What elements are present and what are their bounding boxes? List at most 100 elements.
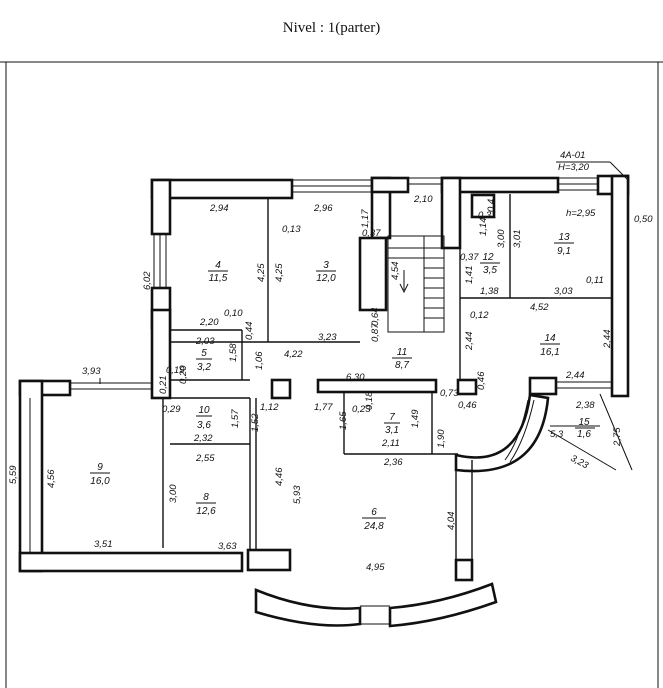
dimension-label: 3,93: [82, 366, 101, 377]
dimension-label: 4,25: [256, 263, 267, 282]
dimension-label: 6,30: [346, 372, 365, 383]
stamp-leader: [29, 161, 633, 553]
dimension-label: 0,12: [470, 310, 489, 321]
dimension-label: 4,95: [366, 562, 385, 573]
dimension-label: 5,93: [292, 485, 303, 504]
room-14-number: 14: [544, 333, 556, 344]
dimension-label: 0,46: [476, 371, 487, 390]
dimension-label: 1,41: [464, 266, 475, 285]
dimension-label: 2,10: [413, 194, 433, 205]
room-6-number: 6: [371, 507, 377, 518]
dimension-label: 0,19: [166, 365, 185, 376]
dimension-label: 1,49: [410, 409, 421, 428]
dimension-label: 0,13: [282, 224, 301, 235]
staircase: [387, 235, 445, 333]
room-9-area: 16,0: [90, 476, 110, 487]
dimension-label: 0,11: [586, 275, 604, 286]
room-11-area: 8,7: [395, 360, 409, 371]
stamp-height: H=3,20: [558, 162, 590, 173]
dimension-label: 2,36: [383, 457, 403, 468]
dimension-label: 4,04: [446, 512, 457, 531]
dimension-label: 1,77: [314, 402, 333, 413]
dimension-label: 3,03: [554, 286, 573, 297]
room-4-area: 11,5: [209, 273, 228, 284]
dimension-label: 0,29: [162, 404, 181, 415]
page-title: Nivel : 1(parter): [282, 20, 381, 36]
dimension-label: 0,31: [478, 210, 497, 221]
room-10-number: 10: [198, 405, 210, 416]
dimension-label: 1,57: [230, 409, 241, 428]
dimension-label: 2,11: [381, 438, 400, 449]
dimension-label: 2,03: [195, 336, 215, 347]
windows: [70, 177, 612, 390]
dimension-label: 3,00: [168, 484, 179, 503]
dimension-label: 1,06: [254, 351, 265, 370]
dimension-label: 0,37: [362, 228, 381, 239]
dimension-label: 0,46: [458, 400, 477, 411]
dimension-label: 4,25: [274, 263, 285, 282]
dimension-label: 0,50: [634, 214, 653, 225]
dimension-label: 3,63: [218, 541, 237, 552]
room-5-number: 5: [201, 348, 207, 359]
room-11-number: 11: [397, 347, 407, 358]
dimension-label: 2,44: [602, 330, 613, 350]
dimension-label: 0,73: [440, 388, 459, 399]
dimension-label: 1,52: [250, 413, 261, 432]
dimension-label: 0,21: [158, 376, 169, 395]
dimension-label: 0,37: [460, 252, 479, 263]
dimension-label: 2,44: [464, 332, 475, 352]
ceiling-height: h=2,95: [566, 208, 596, 219]
room-8-area: 12,6: [196, 506, 216, 517]
room-6-area: 24,8: [363, 521, 384, 532]
room-7-area: 3,1: [385, 425, 399, 436]
dimension-label: 1,58: [228, 343, 239, 362]
dimension-label: 4,56: [46, 469, 57, 488]
dimension-label: 4,52: [530, 302, 549, 313]
dimension-label: 2,75: [612, 427, 623, 447]
bay-window-right: [388, 582, 498, 628]
dimension-label: 0,4: [486, 199, 497, 212]
dimension-label: 1,90: [436, 429, 447, 448]
dimension-label: 1,65: [338, 411, 349, 430]
room-5-area: 3,2: [197, 362, 211, 373]
room-13-number: 13: [558, 232, 570, 243]
dimension-label: 4,22: [284, 349, 303, 360]
dimension-label: 0,87: [370, 323, 381, 342]
stamp-code: 4A-01: [560, 150, 585, 161]
dimension-labels: 2,94 2,96 2,10 0,50 6,02 0,13 4,25 4,25 …: [8, 194, 653, 573]
interior-walls: [162, 194, 612, 560]
room-3-number: 3: [323, 260, 329, 271]
dimension-label: 2,38: [575, 400, 595, 411]
dimension-label: 5,59: [8, 465, 19, 484]
room-labels: 4 11,5 3 12,0 11 8,7 12 3,5 13 9,1 14 16…: [90, 232, 595, 532]
room-12-number: 12: [482, 252, 494, 263]
room-14-area: 16,1: [540, 347, 559, 358]
dimension-label: 3,23: [318, 332, 337, 343]
dimension-label: 1,38: [480, 286, 499, 297]
room-8-number: 8: [203, 492, 209, 503]
room-15-area: 1,6: [577, 429, 591, 440]
room-15-number: 15: [578, 417, 590, 428]
dimension-label: 3,23: [569, 453, 591, 472]
dimension-label: 3,01: [512, 230, 523, 249]
room-12-area: 3,5: [483, 265, 497, 276]
bay-window-left: [254, 588, 362, 627]
dimension-label: 3,00: [496, 229, 507, 248]
room-3-area: 12,0: [316, 273, 336, 284]
dimension-label: 0,23: [352, 404, 371, 415]
room-10-area: 3,6: [197, 420, 211, 431]
room-4-number: 4: [215, 260, 221, 271]
dimension-label: 5,3: [550, 429, 564, 440]
dimension-label: 2,20: [199, 317, 219, 328]
dimension-label: 3,51: [94, 539, 113, 550]
dimension-label: 0,18: [364, 391, 375, 410]
dimension-label: 0,64: [370, 308, 381, 327]
room-7-number: 7: [389, 412, 395, 423]
bay-curve-wall: [454, 393, 550, 473]
dimension-label: 0,44: [244, 322, 255, 341]
dimension-label: 2,55: [195, 453, 215, 464]
room-9-number: 9: [97, 462, 103, 473]
dimension-label: 1,17: [360, 209, 371, 228]
dimension-label: 2,32: [193, 433, 213, 444]
